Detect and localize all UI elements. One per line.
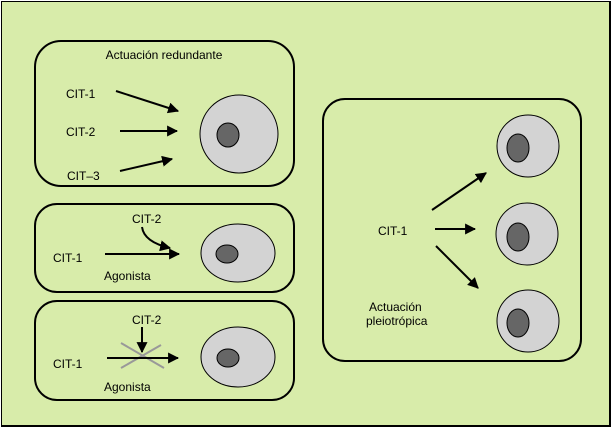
label-cit-1: CIT-1	[378, 224, 408, 238]
cell-nucleus	[216, 348, 240, 368]
cell-nucleus	[215, 244, 239, 264]
cell-nucleus	[216, 122, 240, 148]
label-agonista: Agonista	[104, 380, 151, 394]
panel-redundant-action: Actuación redundante CIT-1 CIT-2 CIT–3	[34, 40, 295, 187]
cell-nucleus	[506, 133, 530, 163]
caption-line-1: Actuación	[369, 300, 422, 314]
arrow	[119, 155, 174, 172]
label-cit-3: CIT–3	[67, 169, 100, 183]
cell-nucleus	[506, 222, 530, 252]
target-cell	[495, 202, 559, 266]
panel-title: Actuación redundante	[106, 48, 223, 62]
caption-line-2: pleiotrópica	[366, 314, 428, 328]
target-cell	[496, 114, 560, 178]
label-cit-1: CIT-1	[53, 251, 83, 265]
label-cit-1: CIT-1	[53, 357, 83, 371]
panel-border	[34, 40, 295, 187]
label-cit-2: CIT-2	[132, 212, 162, 226]
panel-agonist-synergy: CIT-2 CIT-1 Agonista	[34, 203, 295, 293]
panel-border	[34, 300, 295, 401]
label-cit-2: CIT-2	[132, 313, 162, 327]
label-agonista: Agonista	[104, 269, 151, 283]
panel-border	[34, 203, 295, 293]
panel-pleiotropic-action: CIT-1 Actuación pleiotrópica	[322, 98, 582, 362]
target-cell	[200, 326, 276, 388]
cross-mark	[120, 344, 162, 369]
cell-nucleus	[506, 308, 530, 338]
target-cell	[200, 223, 276, 283]
arrow	[431, 172, 487, 211]
panel-border	[322, 98, 582, 362]
label-cit-2: CIT-2	[66, 125, 96, 139]
arrow	[435, 245, 479, 289]
arrow	[115, 90, 180, 114]
curved-arrow	[141, 226, 172, 252]
target-cell	[496, 289, 560, 353]
label-cit-1: CIT-1	[66, 87, 96, 101]
target-cell	[199, 94, 279, 174]
panel-agonist-block: CIT-2 CIT-1 Agonista	[34, 300, 295, 401]
